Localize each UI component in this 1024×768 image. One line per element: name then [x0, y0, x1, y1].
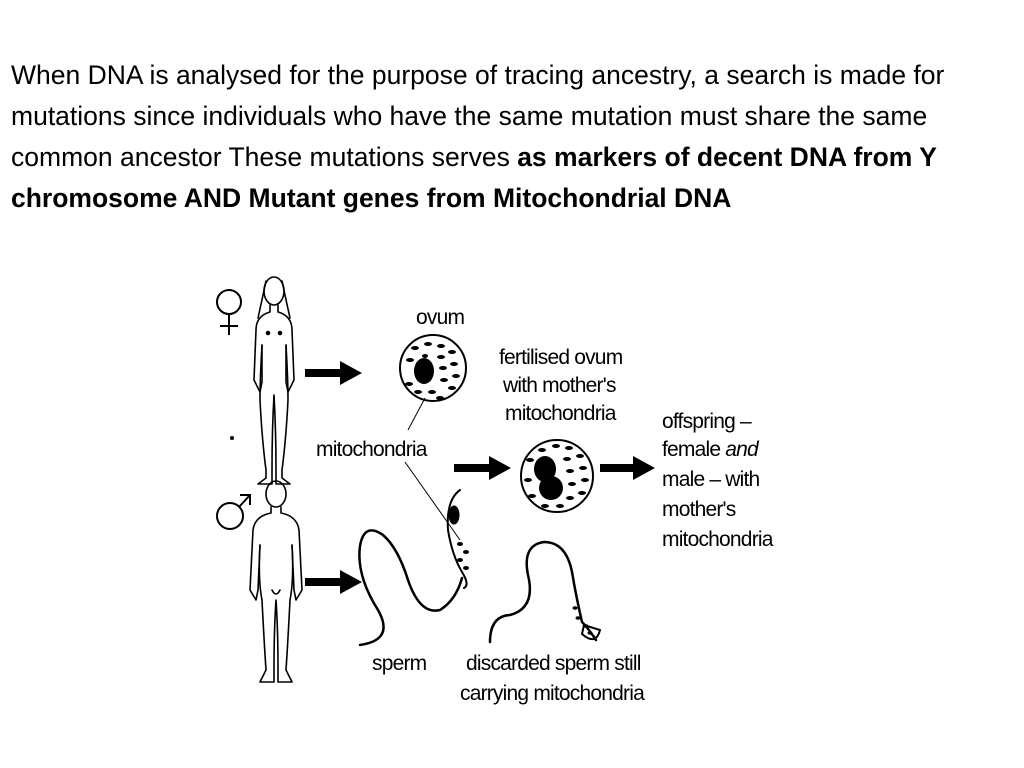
fertilised-ovum-label-1: fertilised ovum — [499, 346, 623, 369]
male-figure-icon — [249, 480, 303, 683]
offspring-label-4: mother's — [662, 498, 736, 521]
female-symbol-icon — [216, 289, 242, 335]
discarded-sperm-label-1: discarded sperm still — [466, 652, 641, 675]
stray-dot — [230, 436, 234, 440]
offspring-label-2a: female — [662, 438, 725, 461]
arrow-male-to-sperm — [305, 570, 362, 594]
fertilised-ovum-label-3: mitochondria — [505, 402, 617, 425]
fertilised-ovum-icon — [520, 439, 594, 513]
sperm-label: sperm — [372, 652, 427, 675]
arrow-to-offspring — [600, 456, 655, 480]
mitochondria-pointer-lines — [404, 397, 461, 541]
mitochondria-label: mitochondria — [316, 438, 428, 461]
arrow-female-to-ovum — [305, 361, 362, 385]
offspring-label-5: mitochondria — [662, 528, 774, 551]
offspring-label-3: male – with — [662, 468, 760, 491]
arrow-to-fertilised-ovum — [454, 456, 511, 480]
fertilised-ovum-label-2: with mother's — [502, 374, 616, 397]
ovum-cell-icon — [399, 334, 467, 402]
ovum-label: ovum — [416, 306, 464, 329]
discarded-sperm-label-2: carrying mitochondria — [460, 682, 645, 705]
discarded-sperm-icon — [488, 540, 602, 644]
female-figure-icon — [253, 276, 295, 485]
male-symbol-icon — [216, 494, 251, 530]
offspring-label-2b: and — [725, 438, 760, 461]
offspring-label-1: offspring – — [662, 410, 752, 433]
intro-text: When DNA is analysed for the purpose of … — [11, 60, 945, 172]
sperm-cell-icon — [358, 489, 469, 647]
intro-paragraph: When DNA is analysed for the purpose of … — [11, 55, 1011, 219]
intro-bold-text: as markers of decent DNA from Y chromoso… — [11, 142, 937, 213]
offspring-label-2: female and — [662, 438, 760, 461]
